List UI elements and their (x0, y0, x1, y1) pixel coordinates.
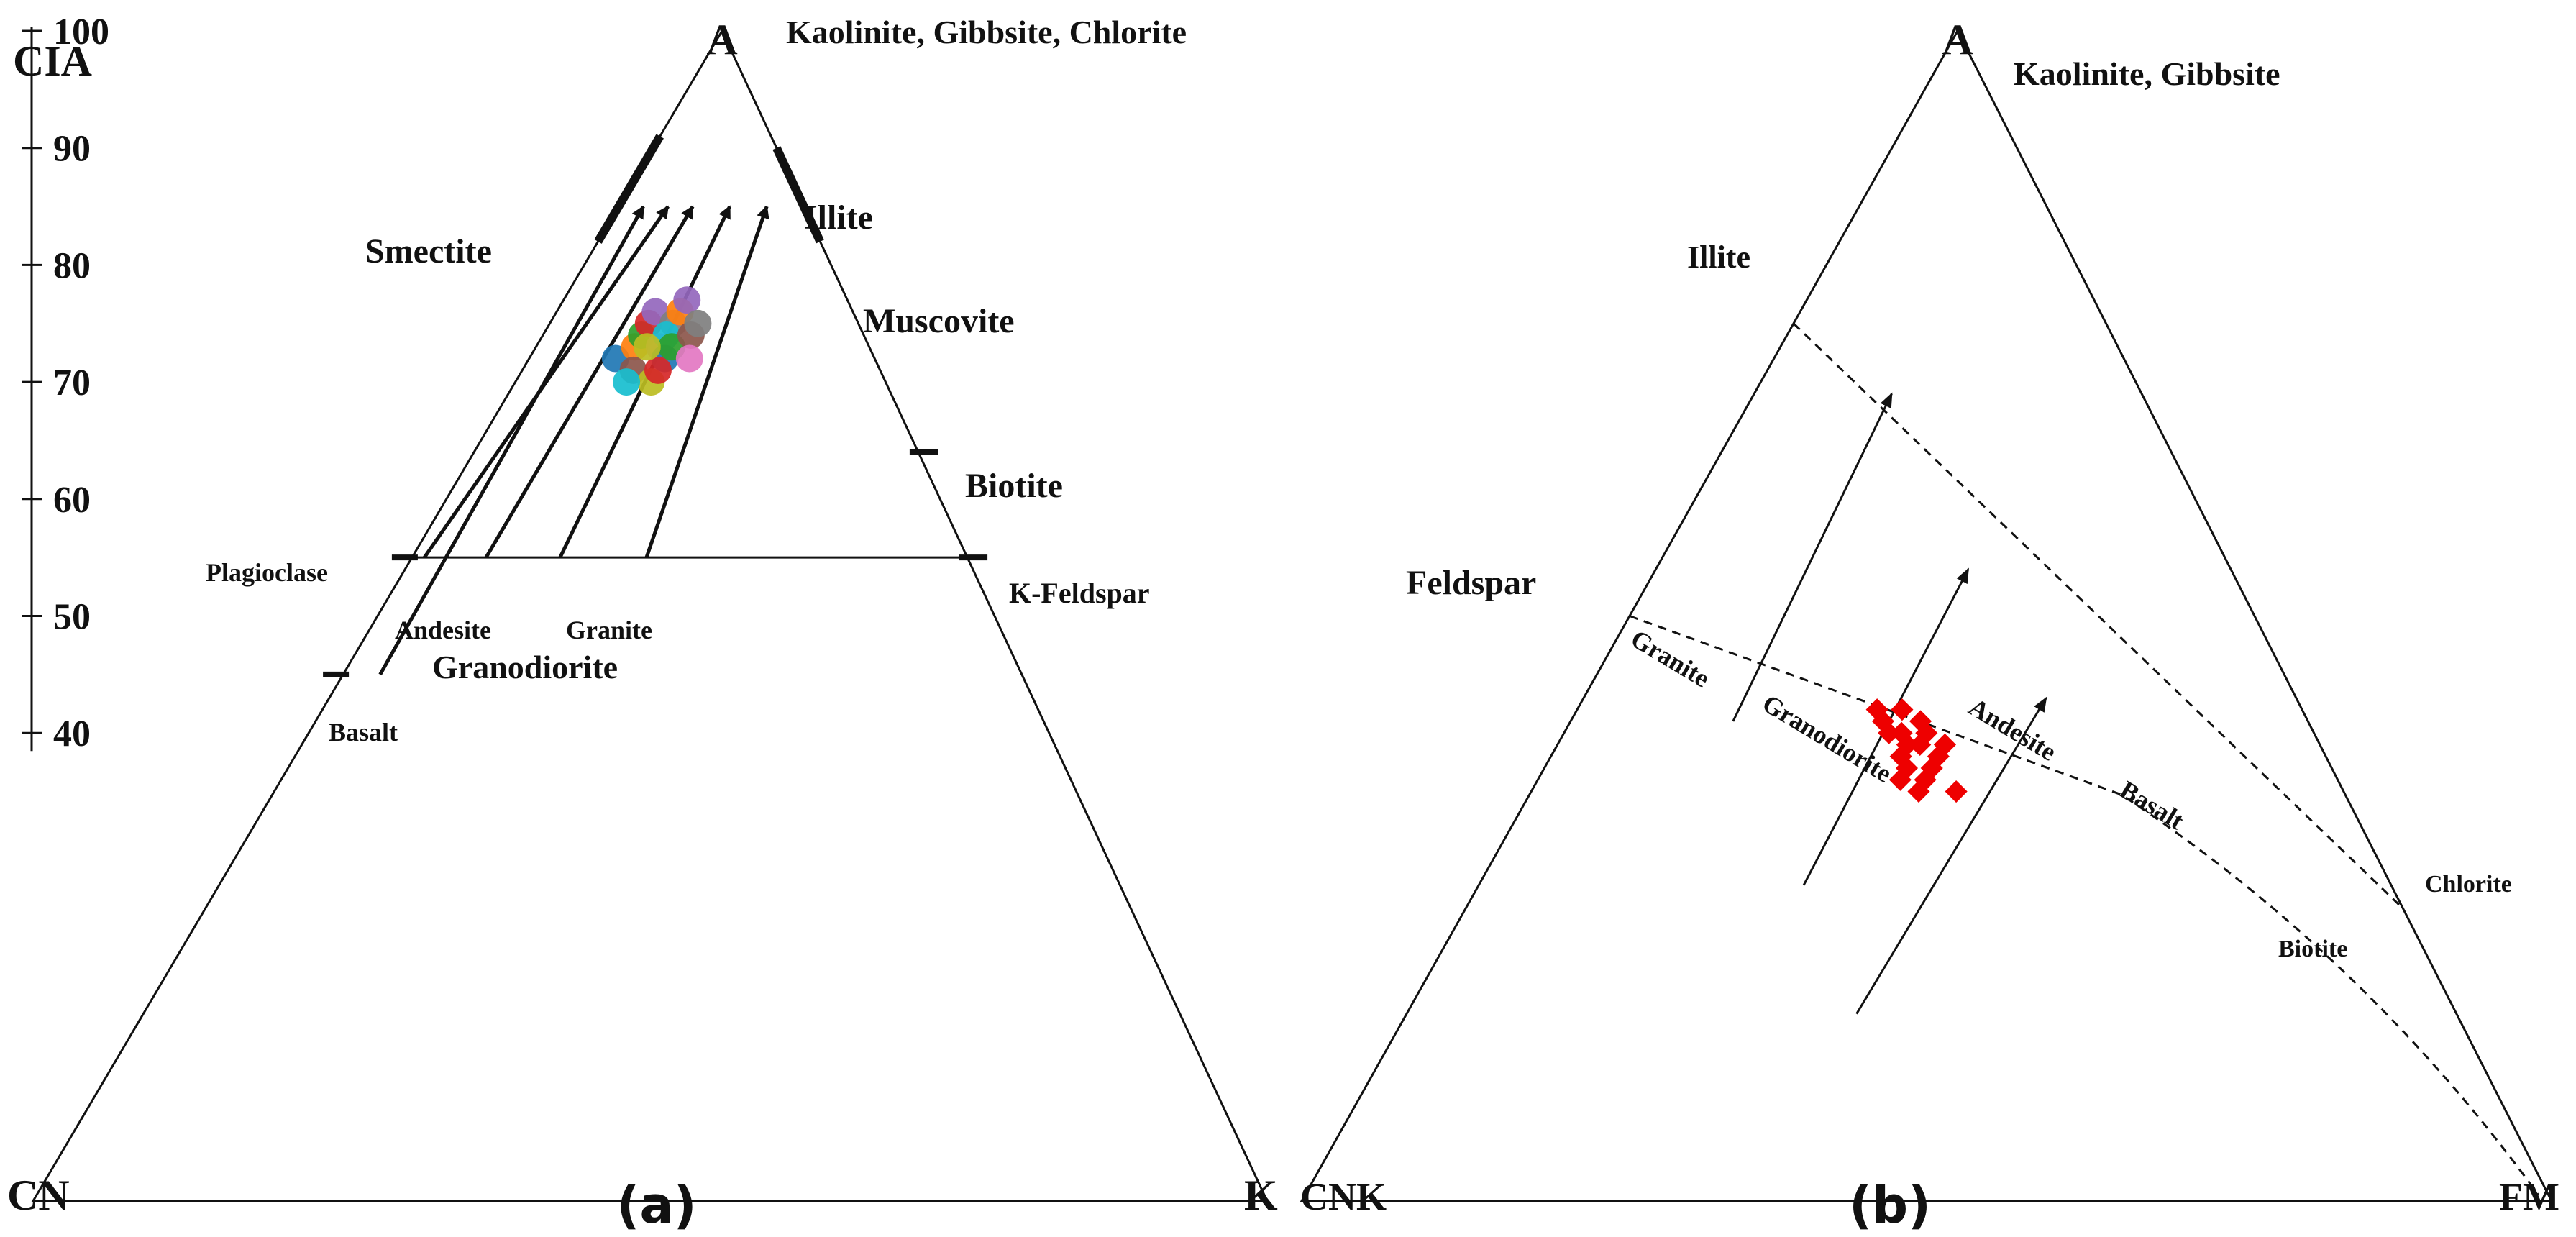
trend-arrow-a (378, 205, 645, 676)
vertex-cnk-label: CNK (1300, 1175, 1387, 1218)
data-point-b (1909, 710, 1932, 733)
illite-label-a: Illite (804, 198, 873, 237)
panel-label-a: (a) (616, 1176, 696, 1235)
triangle-outline-a (31, 28, 1269, 1202)
basalt-label-a: Basalt (329, 718, 398, 747)
mineral-bar-illite (772, 146, 824, 244)
data-points-a (601, 286, 712, 396)
data-point-a (684, 309, 712, 337)
illite-chlorite-join (1792, 322, 2404, 910)
triangle-frame-b (1300, 28, 2554, 1202)
biotite-label-a: Biotite (965, 467, 1063, 505)
data-point-b (1888, 768, 1912, 791)
trend-arrow-b (1855, 696, 2047, 1015)
plagioclase-label: Plagioclase (206, 558, 328, 587)
vertex-fm-label: FM (2499, 1175, 2559, 1218)
basalt-label-b: Basalt (2115, 775, 2189, 836)
granodiorite-label-a: Granodiorite (432, 649, 618, 685)
trend-arrow-b (1732, 392, 1893, 722)
illite-label-b: Illite (1687, 239, 1750, 275)
vertex-a-note-a: Kaolinite, Gibbsite, Chlorite (786, 14, 1187, 50)
trend-arrows-a (378, 205, 769, 676)
vertex-cn-label: CN (7, 1172, 70, 1219)
cia-tick-label: 70 (53, 362, 91, 403)
cia-tick-label: 40 (53, 713, 91, 754)
cia-tick-label: 90 (53, 129, 91, 170)
data-point-b (1891, 698, 1914, 721)
ternary-chart-b: A Kaolinite, Gibbsite CNK FM Illite Feld… (1300, 16, 2559, 1235)
data-point-a (673, 286, 701, 314)
trend-arrow-a (484, 205, 695, 559)
data-point-b (1907, 780, 1930, 803)
cia-tick-label: 80 (53, 245, 91, 286)
data-point-a (675, 344, 703, 373)
data-point-b (1933, 733, 1957, 757)
data-points-b (1865, 698, 1968, 803)
smectite-label: Smectite (365, 232, 492, 270)
cia-tick-label: 100 (53, 12, 109, 53)
andesite-label-a: Andesite (395, 616, 491, 644)
vertex-a-label-a: A (706, 16, 737, 63)
panel-label-b: (b) (1849, 1176, 1931, 1235)
muscovite-label: Muscovite (863, 302, 1015, 340)
k-feldspar-label: K-Feldspar (1009, 577, 1150, 609)
cia-tick-label: 60 (53, 480, 91, 521)
data-point-b (1945, 780, 1968, 803)
ternary-chart-a: 100 90 80 70 60 50 40 CIA A Kaolinite, Gibbsit… (7, 12, 1278, 1235)
trend-arrow-a (644, 205, 769, 558)
granite-label-b: Granite (1626, 624, 1714, 693)
data-point-a (644, 356, 672, 384)
data-point-b (1890, 721, 1913, 744)
data-point-a (633, 333, 661, 361)
triangle-outline-b (1300, 28, 2554, 1202)
mineral-bar-smectite (594, 134, 664, 244)
vertex-a-note-b: Kaolinite, Gibbsite (2014, 55, 2280, 92)
triangle-frame-a (31, 28, 1269, 1202)
mineral-markers-a (323, 134, 988, 677)
biotite-label-b: Biotite (2278, 936, 2347, 962)
data-point-b (1920, 757, 1943, 780)
data-point-b (1878, 721, 1901, 744)
feldspar-biotite-join (1629, 615, 2540, 1196)
vertex-a-label-b: A (1942, 16, 1973, 63)
feldspar-label: Feldspar (1406, 564, 1536, 602)
granite-label-a: Granite (566, 616, 652, 644)
chlorite-label: Chlorite (2425, 871, 2512, 898)
data-point-a (613, 368, 641, 396)
cia-tick-label: 50 (53, 597, 91, 638)
vertex-k-label: K (1244, 1172, 1278, 1219)
cia-axis: 100 90 80 70 60 50 40 (22, 12, 109, 754)
trend-arrow-a (423, 205, 670, 559)
cia-axis-title: CIA (13, 37, 92, 85)
